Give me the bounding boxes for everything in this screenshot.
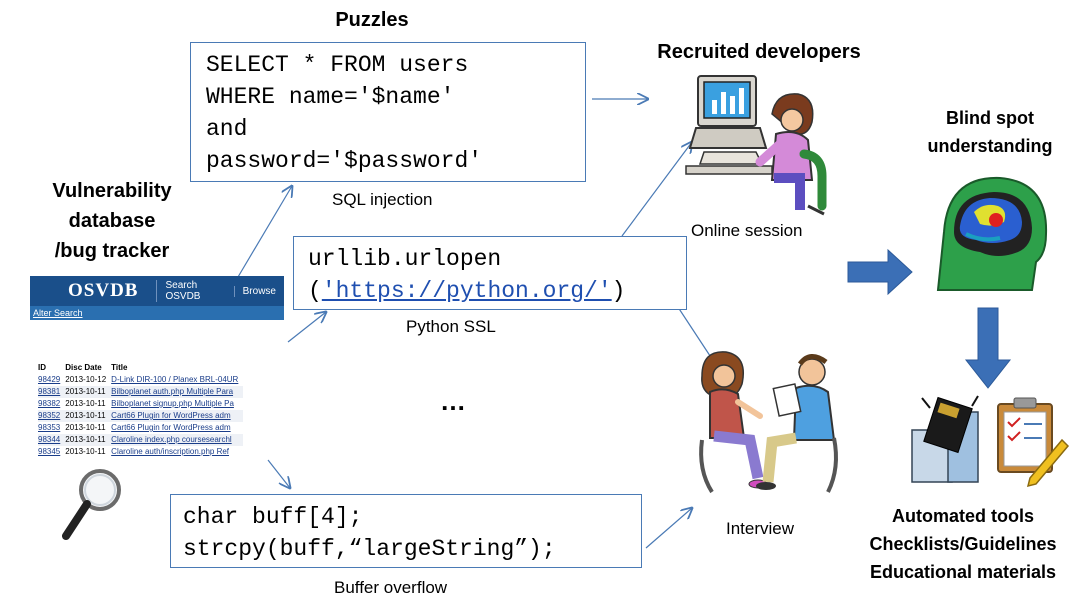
- python-code-line-2: ('https://python.org/'): [308, 275, 686, 307]
- python-ssl-code-box: urllib.urlopen ('https://python.org/'): [293, 236, 687, 310]
- table-row: 98353 2013-10-11 Cart66 Plugin for WordPre…: [38, 422, 243, 434]
- online-session-caption: Online session: [691, 221, 803, 240]
- row-date: 2013-10-11: [65, 386, 112, 398]
- sql-injection-code-box: SELECT * FROM users WHERE name='$name' a…: [190, 42, 586, 182]
- table-row: 98382 2013-10-11 Bilboplanet signup.php Mu…: [38, 398, 243, 410]
- buffer-overflow-code-box: char buff[4]; strcpy(buff,“largeString”)…: [170, 494, 642, 568]
- sql-code-line-4: password='$password': [206, 148, 483, 174]
- developer-at-computer-icon: [685, 75, 827, 216]
- row-id[interactable]: 98429: [38, 375, 61, 384]
- osvdb-spacer: [30, 320, 284, 362]
- block-arrow-right: [847, 248, 913, 296]
- python-open-paren: (: [308, 278, 322, 304]
- tools-checklist-icon: [911, 395, 1070, 488]
- more-puzzles-ellipsis: …: [440, 386, 466, 416]
- row-date: 2013-10-11: [65, 447, 106, 456]
- buffer-overflow-caption: Buffer overflow: [334, 578, 448, 597]
- osvdb-col-id: ID: [38, 363, 46, 372]
- arrow-buffer-to-interview: [645, 508, 692, 549]
- brain-head-icon: [936, 176, 1048, 291]
- buffer-code-line-1: char buff[4];: [183, 504, 363, 530]
- row-title[interactable]: Bilboplanet signup.php Multiple Pa: [111, 399, 234, 408]
- row-title[interactable]: Claroline index.php coursesearchl: [111, 434, 244, 446]
- osvdb-results-table: ID Disc Date Title 98429 2013-10-12 D-Link…: [38, 362, 244, 458]
- blind-spot-line-2: understanding: [927, 136, 1053, 156]
- block-arrow-down: [964, 307, 1012, 389]
- vulnerability-database-heading: Vulnerability database /bug tracker: [22, 176, 202, 266]
- outputs-line-2: Checklists/Guidelines: [869, 534, 1057, 554]
- osvdb-nav-browse[interactable]: Browse: [233, 285, 284, 297]
- row-date: 2013-10-11: [65, 434, 112, 446]
- row-id[interactable]: 98382: [38, 399, 61, 408]
- python-ssl-caption: Python SSL: [406, 317, 496, 336]
- vuln-db-line-1: Vulnerability: [52, 180, 172, 202]
- arrow-python-to-online: [621, 142, 692, 237]
- row-title[interactable]: Cart66 Plugin for WordPress adm: [111, 410, 244, 422]
- interview-caption: Interview: [726, 519, 795, 538]
- interview-people-icon: [699, 351, 838, 494]
- osvdb-nav-search[interactable]: Search OSVDB: [156, 280, 225, 302]
- table-row: 98345 2013-10-11 Claroline auth/inscriptio…: [38, 446, 243, 458]
- row-id[interactable]: 98381: [38, 386, 66, 398]
- sql-code-line-2: WHERE name='$name': [206, 84, 455, 110]
- python-url-link[interactable]: 'https://python.org/': [321, 278, 612, 304]
- sql-code-line-1: SELECT * FROM users: [206, 52, 469, 78]
- recruited-developers-heading: Recruited developers: [657, 41, 861, 63]
- outputs-line-3: Educational materials: [869, 562, 1057, 582]
- osvdb-header-bar: OSVDB Search OSVDB Browse: [30, 276, 284, 306]
- blind-spot-line-1: Blind spot: [946, 108, 1034, 128]
- row-date: 2013-10-11: [65, 423, 106, 432]
- row-date: 2013-10-11: [65, 410, 112, 422]
- buffer-code-line-2: strcpy(buff,“largeString”);: [183, 536, 556, 562]
- sql-code-line-3: and: [206, 116, 248, 142]
- row-id[interactable]: 98345: [38, 447, 61, 456]
- arrow-db-to-buffer: [267, 459, 290, 488]
- row-date: 2013-10-11: [65, 399, 106, 408]
- python-code-line-1: urllib.urlopen: [308, 246, 502, 272]
- row-id[interactable]: 98344: [38, 434, 66, 446]
- puzzles-heading: Puzzles: [335, 9, 409, 31]
- osvdb-col-date: Disc Date: [65, 363, 102, 372]
- osvdb-alter-search[interactable]: Alter Search: [30, 306, 284, 320]
- blind-spot-heading: Blind spot understanding: [900, 104, 1080, 160]
- row-title[interactable]: D-Link DIR-100 / Planex BRL-04UR: [111, 375, 239, 384]
- row-id[interactable]: 98352: [38, 410, 66, 422]
- vuln-db-line-2: database: [68, 210, 156, 232]
- osvdb-logo: OSVDB: [68, 280, 139, 301]
- row-title[interactable]: Cart66 Plugin for WordPress adm: [111, 423, 231, 432]
- osvdb-screenshot: OSVDB Search OSVDB Browse Alter Search I…: [30, 276, 284, 466]
- row-title[interactable]: Bilboplanet auth.php Multiple Para: [111, 386, 244, 398]
- arrow-db-to-sql: [237, 186, 292, 278]
- python-close-paren: ): [611, 278, 626, 304]
- row-date: 2013-10-12: [65, 375, 107, 384]
- osvdb-header-row: ID Disc Date Title: [38, 362, 243, 374]
- osvdb-col-title: Title: [111, 363, 128, 372]
- table-row: 98429 2013-10-12 D-Link DIR-100 / Planex B…: [38, 374, 243, 386]
- outputs-heading: Automated tools Checklists/Guidelines Ed…: [848, 502, 1078, 586]
- row-title[interactable]: Claroline auth/inscription.php Ref: [111, 447, 230, 456]
- outputs-line-1: Automated tools: [892, 506, 1034, 526]
- sql-injection-caption: SQL injection: [332, 190, 433, 209]
- arrow-db-to-python: [287, 312, 326, 343]
- row-id[interactable]: 98353: [38, 423, 61, 432]
- vuln-db-line-3: /bug tracker: [54, 240, 170, 262]
- magnifier-icon: [62, 469, 121, 540]
